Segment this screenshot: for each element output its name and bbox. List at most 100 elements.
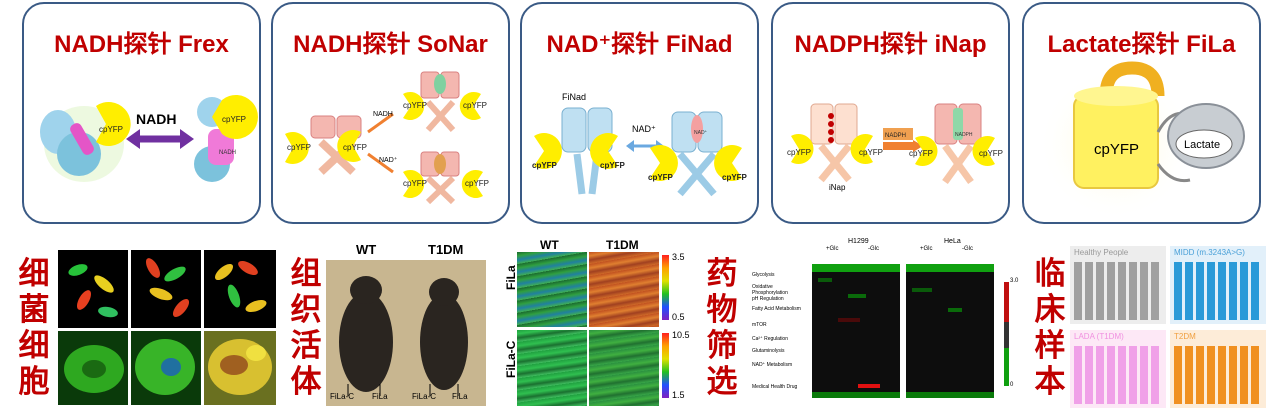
- inap-inner-label: NADPH: [955, 132, 973, 138]
- fiber-wt-label: WT: [540, 238, 559, 252]
- sonar-title: NADH探针 SoNar: [293, 31, 488, 58]
- fiber-t1dm-label: T1DM: [606, 238, 639, 252]
- sonar-label-nadh: NADH: [373, 111, 393, 118]
- mouse-wt-label: WT: [356, 242, 377, 257]
- mouse-label-fila-2: FiLa: [452, 392, 468, 401]
- finad-cpyfp-4: cpYFP: [722, 173, 748, 182]
- mouse-label-filac-1: FiLa-C: [330, 392, 355, 401]
- inap-cpyfp-3: cpYFP: [909, 149, 933, 158]
- mouse-image: WT T1DM FiLa-C FiLa FiLa-C FiLa: [326, 240, 486, 406]
- fiber-row1-label: FiLa: [504, 265, 518, 290]
- bacteria-image-3: [204, 250, 276, 328]
- clinical-midd-label: MIDD (m.3243A>G): [1174, 248, 1245, 257]
- fiber-row2-label: FiLa-C: [504, 340, 518, 378]
- cell-image-1: [58, 331, 128, 405]
- heatmap-cell2: HeLa: [944, 238, 961, 245]
- fiber-colorbar-1: [662, 255, 669, 320]
- heatmap-group-5: Ca²⁺ Regulation: [752, 336, 788, 342]
- heatmap-group-7: NAD⁺ Metabolism: [752, 362, 793, 368]
- fiber-wt-filac: [517, 330, 587, 406]
- heatmap-group-1: Oxidative Phosphorylation: [752, 284, 788, 296]
- clinical-lada-panel: LADA (T1DM): [1070, 330, 1166, 408]
- fiber-scale2-max: 10.5: [672, 330, 690, 340]
- sonar-cpyfp-4: cpYFP: [463, 101, 487, 110]
- fiber-t1dm-filac: [589, 330, 659, 406]
- clinical-t2dm-label: T2DM: [1174, 332, 1196, 341]
- frex-inner-label: NADH: [219, 150, 236, 156]
- clinical-healthy-label: Healthy People: [1074, 248, 1129, 257]
- heatmap-group-0: Glycolysis: [752, 272, 775, 278]
- frex-cpyfp-left: cpYFP: [99, 125, 123, 134]
- fiber-scale1-max: 3.5: [672, 252, 685, 262]
- finad-card: NAD⁺探针 FiNad FiNad cpYFP cpYFP NAD⁺ NAD⁺…: [520, 2, 759, 224]
- sonar-cpyfp-6: cpYFP: [465, 179, 489, 188]
- clinical-healthy-panel: Healthy People: [1070, 246, 1166, 324]
- fiber-colorbar-2: [662, 333, 669, 398]
- heatmap-cell1: H1299: [848, 238, 869, 245]
- finad-arrow-label: NAD⁺: [632, 124, 656, 134]
- section-label-tissue: 组织活体: [286, 256, 326, 400]
- finad-cpyfp-1: cpYFP: [532, 161, 558, 170]
- finad-inner-label: NAD⁺: [694, 130, 708, 136]
- inap-probe-name: iNap: [829, 183, 846, 192]
- clinical-lada-people: [1074, 346, 1162, 404]
- finad-cpyfp-2: cpYFP: [600, 161, 626, 170]
- heatmap-group-4: mTOR: [752, 322, 767, 328]
- fila-ligand: Lactate: [1184, 139, 1220, 151]
- clinical-label: 临床样本: [1034, 256, 1066, 399]
- heatmap-cond-1: +Glc: [826, 246, 839, 252]
- heatmap-cond-3: +Glc: [920, 246, 933, 252]
- fila-cpyfp: cpYFP: [1094, 141, 1139, 158]
- inap-diagram: cpYFP cpYFP iNap NADPH NADPH cpYFP cpYFP: [787, 103, 1003, 192]
- heatmap-colorbar-min: 0: [1010, 382, 1014, 388]
- finad-diagram: FiNad cpYFP cpYFP NAD⁺ NAD⁺ cpYFP cpYFP: [532, 92, 748, 197]
- finad-probe-name: FiNad: [562, 92, 586, 102]
- mouse-label-filac-2: FiLa-C: [412, 392, 437, 401]
- frex-arrow-label: NADH: [136, 111, 176, 127]
- inap-title: NADPH探针 iNap: [794, 31, 987, 58]
- heatmap-group-3: Fatty Acid Metabolism: [752, 306, 801, 312]
- clinical-midd-people: [1174, 262, 1262, 320]
- mouse-label-fila-1: FiLa: [372, 392, 388, 401]
- cell-image-3: [204, 331, 276, 405]
- heatmap-cond-4: -Glc: [962, 246, 973, 252]
- inap-cpyfp-4: cpYFP: [979, 149, 1003, 158]
- section-label-clinical: 临床样本: [1030, 256, 1070, 400]
- sonar-card: NADH探针 SoNar cpYFP cpYFP NADH NAD⁺ cpYFP…: [271, 2, 510, 224]
- sonar-cpyfp-5: cpYFP: [403, 179, 427, 188]
- frex-title: NADH探针 Frex: [54, 31, 229, 58]
- mouse-t1dm-label: T1DM: [428, 242, 464, 257]
- heatmap-group-6: Glutaminolysis: [752, 348, 785, 354]
- fila-diagram: cpYFP Lactate: [1038, 61, 1245, 220]
- tissue-label: 组织活体: [290, 256, 322, 399]
- bacteria-image-2: [131, 250, 201, 328]
- inap-arrow-label: NADPH: [885, 133, 906, 139]
- heatmap-panel: H1299 HeLa +Glc -Glc +Glc -Glc 3.0 0 Gly…: [748, 238, 1026, 408]
- sonar-cpyfp-1: cpYFP: [287, 143, 311, 152]
- heatmap-colorbar-max: 3.0: [1010, 278, 1019, 284]
- clinical-healthy-people: [1074, 262, 1162, 320]
- inap-cpyfp-1: cpYFP: [787, 148, 811, 157]
- clinical-midd-panel: MIDD (m.3243A>G): [1170, 246, 1266, 324]
- screening-label: 药物筛选: [706, 256, 738, 399]
- frex-cpyfp-right: cpYFP: [222, 115, 246, 124]
- fiber-scale2-min: 1.5: [672, 390, 685, 400]
- clinical-t2dm-panel: T2DM: [1170, 330, 1266, 408]
- sonar-diagram: cpYFP cpYFP NADH NAD⁺ cpYFP cpYFP cpYFP …: [285, 71, 489, 205]
- frex-diagram: cpYFP NADH cpYFP NADH: [40, 95, 258, 182]
- cell-image-2: [131, 331, 201, 405]
- mouse-silhouettes: [339, 276, 468, 396]
- fiber-t1dm-fila: [589, 252, 659, 327]
- clinical-lada-label: LADA (T1DM): [1074, 332, 1124, 341]
- heatmap-cond-2: -Glc: [868, 246, 879, 252]
- sonar-cpyfp-3: cpYFP: [403, 101, 427, 110]
- inap-card: NADPH探针 iNap cpYFP cpYFP iNap NADPH NADP…: [771, 2, 1010, 224]
- finad-cpyfp-3: cpYFP: [648, 173, 674, 182]
- heatmap-grid: [812, 264, 1009, 398]
- fiber-wt-fila: [517, 252, 587, 327]
- clinical-t2dm-people: [1174, 346, 1262, 404]
- section-label-screening: 药物筛选: [702, 256, 742, 400]
- frex-card: NADH探针 Frex cpYFP NADH cpYFP NADH: [22, 2, 261, 224]
- fila-card: Lactate探针 FiLa cpYFP Lactate: [1022, 2, 1261, 224]
- heatmap-group-8: Medical Health Drug: [752, 384, 798, 390]
